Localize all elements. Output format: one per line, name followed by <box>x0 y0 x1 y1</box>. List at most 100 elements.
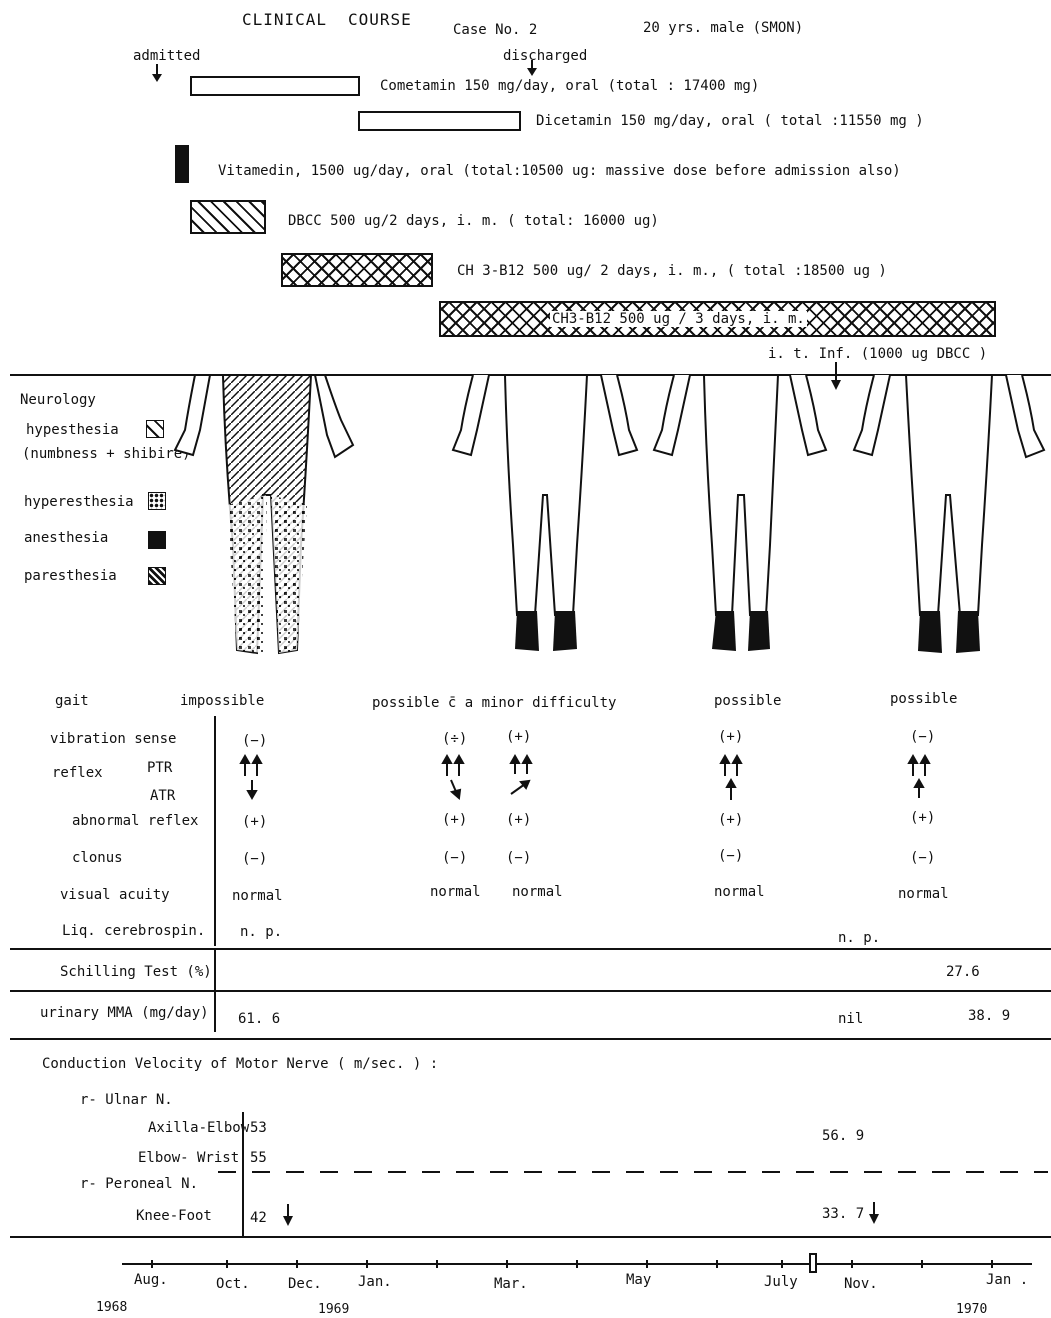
body-figure-1 <box>175 375 355 660</box>
abnormal-reflex-value: (+) <box>910 810 935 826</box>
vitamedin-label: Vitamedin, 1500 ug/day, oral (total:1050… <box>218 163 901 179</box>
knee-foot-label: Knee-Foot <box>136 1208 212 1224</box>
legend-hyperesthesia-label: hyperesthesia <box>24 494 134 510</box>
knee-foot-value-2: 33. 7 <box>822 1206 864 1222</box>
admitted-label: admitted <box>133 48 200 64</box>
section-divider-5 <box>10 1236 1051 1238</box>
title-clinical: CLINICAL <box>242 12 327 28</box>
visual-acuity-label: visual acuity <box>60 887 170 903</box>
peroneal-label: r- Peroneal N. <box>80 1176 198 1192</box>
gait-value-1: impossible <box>180 693 264 709</box>
abnormal-reflex-value: (+) <box>718 812 743 828</box>
liq-label: Liq. cerebrospin. <box>62 923 205 939</box>
it-inf-arrow-icon <box>831 362 841 390</box>
title-course: COURSE <box>348 12 412 28</box>
month-july: July <box>764 1274 798 1290</box>
discharged-arrow-icon <box>527 60 537 76</box>
ulnar-label: r- Ulnar N. <box>80 1092 173 1108</box>
legend-numbness-label: (numbness + shibire) <box>22 446 191 462</box>
vibration-label: vibration sense <box>50 731 176 747</box>
month-may: May <box>626 1272 651 1288</box>
visual-acuity-value: normal <box>430 884 481 900</box>
gait-label: gait <box>55 693 89 709</box>
vibration-value: (+) <box>718 729 743 745</box>
visual-acuity-value: normal <box>512 884 563 900</box>
month-mar: Mar. <box>494 1276 528 1292</box>
legend-paresthesia-swatch <box>148 567 166 585</box>
abnormal-reflex-value: (+) <box>506 812 531 828</box>
legend-hypesthesia-label: hypesthesia <box>26 422 119 438</box>
gait-value-3: possible <box>714 693 781 709</box>
it-inf-label: i. t. Inf. (1000 ug DBCC ) <box>768 346 987 362</box>
ptr-label: PTR <box>147 760 172 776</box>
gait-value-2: possible c̄ a minor difficulty <box>372 695 616 711</box>
axilla-elbow-value-1: 53 <box>250 1120 267 1136</box>
month-jan: Jan. <box>358 1274 392 1290</box>
clonus-label: clonus <box>72 850 123 866</box>
gait-value-4: possible <box>890 691 957 707</box>
visual-acuity-value: normal <box>714 884 765 900</box>
knee-foot-down-arrow-icon <box>868 1202 880 1224</box>
clonus-value: (−) <box>506 850 531 866</box>
month-aug: Aug. <box>134 1272 168 1288</box>
vibration-value: (−) <box>242 733 267 749</box>
abnormal-reflex-value: (+) <box>242 814 267 830</box>
dicetamin-bar <box>358 111 521 131</box>
month-nov: Nov. <box>844 1276 878 1292</box>
reflex-label: reflex <box>52 765 103 781</box>
visual-acuity-value: normal <box>232 888 283 904</box>
nerve-separator-dashes <box>218 1170 1048 1174</box>
axilla-elbow-label: Axilla-Elbow <box>148 1120 249 1136</box>
conduction-divider <box>242 1112 244 1238</box>
neurology-title: Neurology <box>20 392 96 408</box>
mma-label: urinary MMA (mg/day) <box>40 1005 209 1021</box>
atr-label: ATR <box>150 788 175 804</box>
ch3-b12-label-2: CH3-B12 500 ug / 3 days, i. m. <box>550 311 807 327</box>
knee-foot-value-1: 42 <box>250 1210 267 1226</box>
visual-acuity-value: normal <box>898 886 949 902</box>
section-divider-2 <box>10 948 1051 950</box>
reflex-arrows-icon <box>235 756 955 804</box>
body-figure-2 <box>445 375 645 660</box>
clonus-value: (−) <box>242 851 267 867</box>
month-jan-2: Jan . <box>986 1272 1028 1288</box>
ch3-b12-bar-1 <box>281 253 433 287</box>
knee-foot-down-arrow-icon <box>282 1204 294 1226</box>
mma-value-3: 38. 9 <box>968 1008 1010 1024</box>
abnormal-reflex-value: (+) <box>442 812 467 828</box>
clonus-value: (−) <box>910 850 935 866</box>
timeline-axis <box>122 1254 1032 1274</box>
body-figure-3 <box>650 375 830 660</box>
legend-anesthesia-swatch <box>148 531 166 549</box>
legend-hyperesthesia-swatch <box>148 492 166 510</box>
vitamedin-bar <box>175 145 189 183</box>
section-divider-4 <box>10 1038 1051 1040</box>
elbow-wrist-value-1: 55 <box>250 1150 267 1166</box>
patient-info: 20 yrs. male (SMON) <box>643 20 803 36</box>
year-1968: 1968 <box>96 1300 127 1316</box>
discharged-label: discharged <box>503 48 587 64</box>
vibration-value: (÷) <box>442 731 467 747</box>
admitted-arrow-icon <box>152 64 162 82</box>
dbcc-bar <box>190 200 266 234</box>
legend-paresthesia-label: paresthesia <box>24 568 117 584</box>
clonus-value: (−) <box>718 848 743 864</box>
ch3-b12-label-1: CH 3-B12 500 ug/ 2 days, i. m., ( total … <box>457 263 887 279</box>
liq-value: n. p. <box>838 930 880 946</box>
year-1969: 1969 <box>318 1302 349 1318</box>
month-dec: Dec. <box>288 1276 322 1292</box>
year-1970: 1970 <box>956 1302 987 1318</box>
section-divider-3 <box>10 990 1051 992</box>
mma-value-2: nil <box>838 1011 863 1027</box>
cometamin-bar <box>190 76 360 96</box>
elbow-wrist-label: Elbow- Wrist <box>138 1150 239 1166</box>
cometamin-label: Cometamin 150 mg/day, oral (total : 1740… <box>380 78 759 94</box>
exam-table-divider <box>214 716 216 946</box>
mma-value-1: 61. 6 <box>238 1011 280 1027</box>
conduction-title: Conduction Velocity of Motor Nerve ( m/s… <box>42 1056 438 1072</box>
body-figure-4 <box>850 375 1050 660</box>
axilla-elbow-value-2: 56. 9 <box>822 1128 864 1144</box>
vibration-value: (+) <box>506 729 531 745</box>
abnormal-reflex-label: abnormal reflex <box>72 813 198 829</box>
liq-value: n. p. <box>240 924 282 940</box>
